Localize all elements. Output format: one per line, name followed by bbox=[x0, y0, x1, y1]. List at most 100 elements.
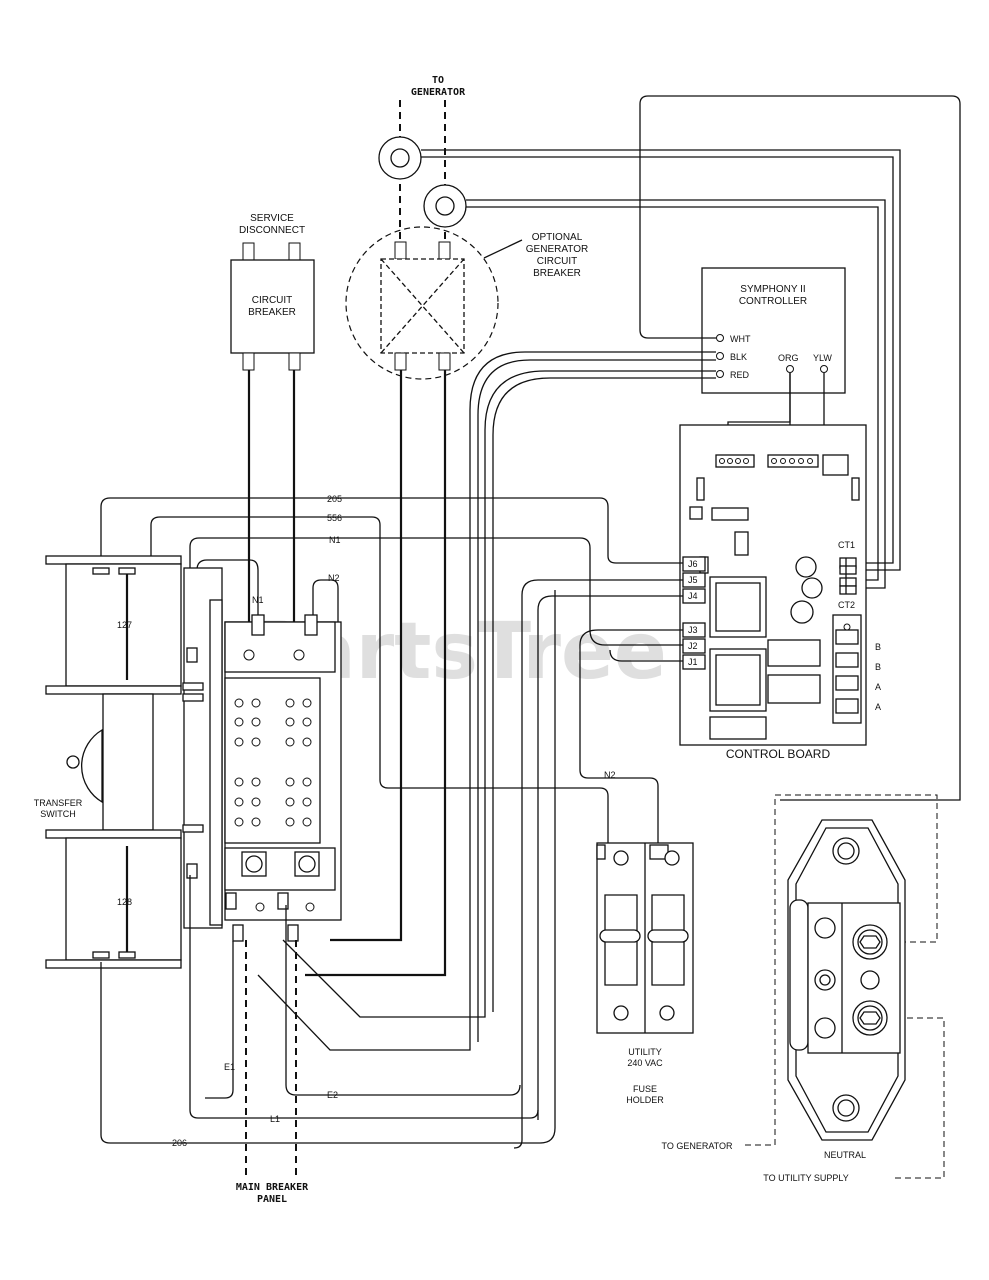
wire-556-label: 556 bbox=[327, 513, 342, 523]
gen-wire-1 bbox=[330, 370, 403, 942]
wire-e1 bbox=[205, 941, 234, 1099]
wire-205 bbox=[100, 497, 683, 568]
wire-l1 bbox=[189, 875, 539, 1119]
contact-dot bbox=[302, 717, 312, 727]
j-connectors bbox=[682, 556, 706, 670]
wire-j5 bbox=[513, 579, 683, 1149]
transfer-switch-coil-bottom bbox=[45, 829, 182, 969]
wire-556 bbox=[150, 516, 609, 845]
current-transformer-1 bbox=[378, 136, 422, 180]
contact-dot bbox=[251, 737, 261, 747]
wht-label: WHT bbox=[730, 334, 751, 344]
to-generator-dashed bbox=[774, 794, 938, 1145]
term-a1-label: A bbox=[875, 682, 881, 692]
to-utility-supply-label: TO UTILITY SUPPLY bbox=[763, 1173, 849, 1183]
wire-n2-b-label: N2 bbox=[604, 770, 616, 780]
contact-dot bbox=[285, 698, 295, 708]
wire-e2-label: E2 bbox=[327, 1090, 338, 1100]
contact-dot bbox=[302, 797, 312, 807]
transfer-switch-coil-top bbox=[45, 555, 182, 695]
transfer-switch-mechanism bbox=[66, 567, 223, 929]
contact-dot bbox=[285, 777, 295, 787]
wire-n1-label: N1 bbox=[329, 535, 341, 545]
neutral-block bbox=[787, 819, 906, 1141]
contact-dot bbox=[302, 777, 312, 787]
contact-dot bbox=[234, 817, 244, 827]
fuse-holder bbox=[596, 842, 694, 1034]
contact-dot bbox=[251, 797, 261, 807]
neutral-label: NEUTRAL bbox=[824, 1150, 866, 1160]
ct-lead-2a bbox=[466, 199, 886, 589]
wire-206-label: 206 bbox=[172, 1138, 187, 1148]
wire-l1-label: L1 bbox=[270, 1114, 280, 1124]
wire-j1 bbox=[609, 649, 683, 662]
wire-n2-drop bbox=[321, 579, 339, 918]
wire-n2-stub bbox=[312, 579, 322, 618]
j2-label: J2 bbox=[688, 641, 698, 651]
ct2-label: CT2 bbox=[838, 600, 855, 610]
ct-connectors bbox=[839, 557, 857, 595]
contact-dot bbox=[251, 777, 261, 787]
control-board-label: CONTROL BOARD bbox=[726, 747, 831, 761]
red-label: RED bbox=[730, 370, 750, 380]
j5-label: J5 bbox=[688, 575, 698, 585]
optional-breaker-leader bbox=[483, 239, 523, 259]
term-b1-label: B bbox=[875, 642, 881, 652]
optional-generator-breaker bbox=[380, 241, 465, 371]
red-wire-b bbox=[492, 377, 716, 1012]
contactor-contacts bbox=[234, 698, 312, 827]
contact-dot bbox=[285, 717, 295, 727]
contact-dot bbox=[251, 817, 261, 827]
contact-dot bbox=[285, 797, 295, 807]
contact-dot bbox=[251, 717, 261, 727]
j1-label: J1 bbox=[688, 657, 698, 667]
control-board-components bbox=[689, 454, 860, 740]
wire-e1-label: E1 bbox=[224, 1062, 235, 1072]
contact-dot bbox=[302, 817, 312, 827]
coil-127-label: 127 bbox=[117, 620, 132, 630]
org-label: ORG bbox=[778, 353, 799, 363]
ct1-label: CT1 bbox=[838, 540, 855, 550]
wire-n1-loop bbox=[196, 559, 259, 660]
wire-n1-b-label: N1 bbox=[252, 595, 264, 605]
to-utility-dashed bbox=[893, 1017, 945, 1179]
ct-lead-1a bbox=[421, 149, 901, 571]
symphony-controller bbox=[701, 267, 846, 394]
controller-terminals bbox=[716, 334, 828, 378]
j4-label: J4 bbox=[688, 591, 698, 601]
service-disconnect-breaker bbox=[230, 242, 315, 371]
contact-dot bbox=[302, 698, 312, 708]
term-a2-label: A bbox=[875, 702, 881, 712]
to-generator-bottom-label: TO GENERATOR bbox=[661, 1141, 733, 1151]
current-transformer-2 bbox=[423, 184, 467, 228]
contact-dot bbox=[234, 777, 244, 787]
wire-n2-j3 bbox=[579, 629, 683, 845]
red-wire-a bbox=[282, 370, 716, 1018]
contact-dot bbox=[302, 737, 312, 747]
contact-dot bbox=[285, 817, 295, 827]
gen-wire-2 bbox=[305, 370, 447, 977]
optional-breaker-outline bbox=[345, 226, 499, 380]
contact-dot bbox=[251, 698, 261, 708]
j6-label: J6 bbox=[688, 559, 698, 569]
blk-wire-a bbox=[257, 351, 716, 1051]
term-b2-label: B bbox=[875, 662, 881, 672]
main-contactor bbox=[224, 614, 342, 942]
wire-j4 bbox=[537, 595, 683, 1120]
contact-dot bbox=[285, 737, 295, 747]
ylw-label: YLW bbox=[813, 353, 832, 363]
coil-128-label: 128 bbox=[117, 897, 132, 907]
wire-n2-label: N2 bbox=[328, 573, 340, 583]
j3-label: J3 bbox=[688, 625, 698, 635]
contact-dot bbox=[234, 797, 244, 807]
wire-206 bbox=[100, 590, 556, 1144]
contact-dot bbox=[234, 717, 244, 727]
